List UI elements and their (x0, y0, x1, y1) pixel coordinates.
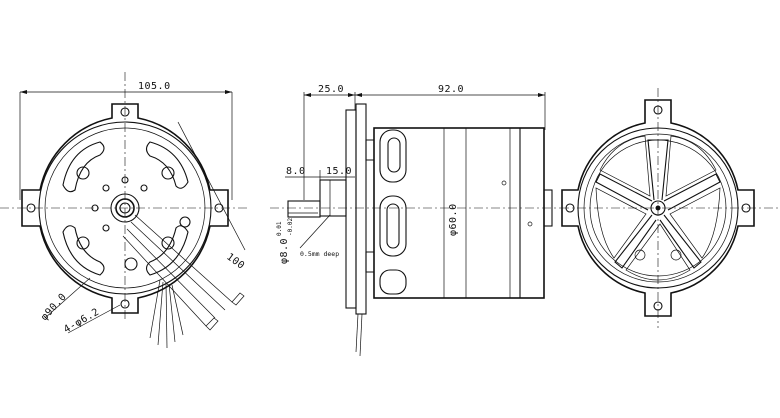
rear-hole (634, 249, 646, 261)
front-holes-label: 4-φ6.2 (62, 307, 101, 336)
rear-hub (650, 200, 666, 216)
arrow-head (355, 93, 362, 97)
mount-hole (653, 105, 663, 115)
body-diameter-label: φ60.0 (448, 203, 459, 236)
front-width-label: 105.0 (138, 81, 171, 92)
side-flange-face (355, 103, 367, 315)
side-lead-wire (355, 313, 359, 353)
shaft-dim-right-label: 15.0 (326, 166, 352, 177)
body-length-label: 92.0 (438, 84, 464, 95)
rear-hole (670, 249, 682, 261)
tolerance-lower: -0.02 (287, 218, 294, 236)
mount-hole (26, 203, 36, 213)
arrow-head (538, 93, 545, 97)
front-hub-ring (110, 193, 140, 223)
rear-body-inner (583, 133, 733, 283)
side-view: 25.0 92.0 8.0 15.0 (270, 84, 560, 357)
lead-length-label: 100 (224, 252, 246, 272)
front-body-inner (44, 127, 206, 289)
mount-hole (565, 203, 575, 213)
shaft-collar (319, 179, 347, 217)
screw-hole (102, 184, 110, 192)
mount-hole (120, 107, 130, 117)
arrow-head (348, 93, 355, 97)
diameter-leader (44, 277, 91, 319)
screw-hole (121, 176, 129, 184)
front-lead-bundle (122, 214, 245, 331)
lead-length-dim-line (177, 121, 246, 251)
rear-center-dot (655, 205, 661, 211)
side-flange-plate (345, 109, 357, 309)
body-dot (527, 221, 533, 227)
flange-dim-label: 25.0 (318, 84, 344, 95)
rear-spokes (595, 139, 721, 269)
screw-hole (140, 184, 148, 192)
rear-windows (595, 135, 721, 281)
front-cooling-slots (62, 141, 191, 276)
tolerance-upper: 0.01 (276, 221, 283, 236)
arrow-head (20, 90, 27, 94)
front-shaft (119, 202, 131, 214)
shaft (287, 200, 321, 218)
shaft-diameter-label: φ8.0 (279, 238, 290, 264)
mount-hole (120, 299, 130, 309)
screw-hole (91, 204, 99, 212)
holes-leader (67, 304, 121, 334)
rear-body-outer (577, 127, 739, 289)
side-lead-wire (359, 313, 363, 357)
arrow-head (225, 90, 232, 94)
front-view: 105.0 (0, 72, 250, 349)
shaft-dim-left-label: 8.0 (286, 166, 306, 177)
side-body-slots (365, 129, 407, 295)
front-lead-wires (149, 279, 184, 349)
mount-hole (653, 301, 663, 311)
rear-flange-outline (561, 99, 755, 317)
mount-hole (741, 203, 751, 213)
flat-depth-leader (299, 214, 331, 249)
front-body-outer (38, 121, 212, 295)
front-diameter-label: φ90.0 (39, 291, 69, 323)
front-bearing (115, 198, 135, 218)
body-dot (501, 180, 507, 186)
arrow-head (304, 93, 311, 97)
rear-view (560, 88, 780, 328)
flat-depth-note: 0.5mm deep (300, 250, 339, 258)
screw-hole (102, 224, 110, 232)
end-boss (543, 189, 553, 227)
